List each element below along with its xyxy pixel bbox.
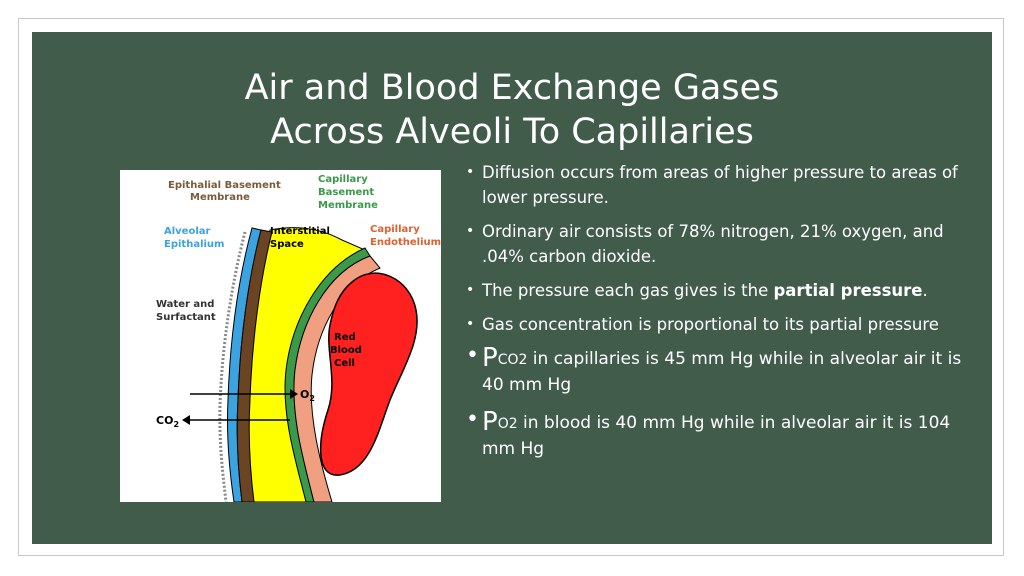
bullet-item: •PO2 in blood is 40 mm Hg while in alveo… [466,407,986,462]
label-epithelial-basement-1: Epithalial Basement [168,180,281,191]
label-capillary-basement-2: Basement [318,187,374,198]
label-rbc-2: Blood [330,345,362,356]
label-epithelial-basement-2: Membrane [190,192,250,203]
bullet-dot: • [466,316,475,332]
bullet-item: •PCO2 in capillaries is 45 mm Hg while i… [466,343,986,398]
bullet-dot: • [466,223,475,239]
label-capillary-endo-2: Endothelium [370,237,441,248]
bullet-text: Gas concentration is proportional to its… [482,315,939,334]
bullet-item: • Diffusion occurs from areas of higher p… [466,160,986,210]
bullet-dot: • [466,407,479,432]
slide: Air and Blood Exchange Gases Across Alve… [32,32,992,544]
co2-arrowhead [182,415,190,425]
label-o2: O2 [300,388,315,403]
bullet-cap-letter: P [482,343,498,373]
label-co2: CO2 [156,414,179,429]
bullet-text: Ordinary air consists of 78% nitrogen, 2… [482,222,944,266]
label-capillary-endo-1: Capillary [370,224,420,235]
bullet-text: . [922,281,928,300]
label-capillary-basement-1: Capillary [318,174,368,185]
bullet-bold-text: partial pressure [773,281,923,300]
label-interstitial-1: Interstitial [270,226,330,237]
label-water-2: Surfactant [156,312,216,323]
bullet-subscript: CO2 [497,352,528,368]
red-blood-cell [319,272,418,476]
label-water-1: Water and [156,299,214,310]
bullet-subscript: O2 [497,416,518,432]
water-surfactant-layer [218,231,247,503]
bullet-list: • Diffusion occurs from areas of higher p… [466,160,986,474]
bullet-text: The pressure each gas gives is the [482,281,774,300]
title-line-1: Air and Blood Exchange Gases [244,68,780,108]
bullet-item: • Ordinary air consists of 78% nitrogen, … [466,219,986,269]
title-line-2: Across Alveoli To Capillaries [270,112,754,152]
label-rbc-3: Cell [334,358,355,369]
alveolar-capillary-diagram: Epithalial Basement Membrane Capillary B… [120,170,441,503]
bullet-cap-letter: P [482,407,498,437]
bullet-dot: • [466,343,479,368]
bullet-text: in blood is 40 mm Hg while in alveolar a… [482,413,951,459]
slide-title: Air and Blood Exchange Gases Across Alve… [32,66,992,154]
label-alveolar-1: Alveolar [164,226,211,237]
label-interstitial-2: Space [270,239,304,250]
bullet-dot: • [466,282,475,298]
diagram-svg: Epithalial Basement Membrane Capillary B… [156,174,441,503]
label-alveolar-2: Epithalium [164,239,224,250]
bullet-dot: • [466,164,475,180]
slide-frame [18,18,1004,556]
label-capillary-basement-3: Membrane [318,200,378,211]
o2-arrowhead [290,389,298,399]
bullet-item: • Gas concentration is proportional to it… [466,312,986,337]
bullet-item: • The pressure each gas gives is the part… [466,278,986,303]
bullet-text: Diffusion occurs from areas of higher pr… [482,163,958,207]
bullet-text: in capillaries is 45 mm Hg while in alve… [482,349,962,395]
label-rbc-1: Red [334,332,356,343]
